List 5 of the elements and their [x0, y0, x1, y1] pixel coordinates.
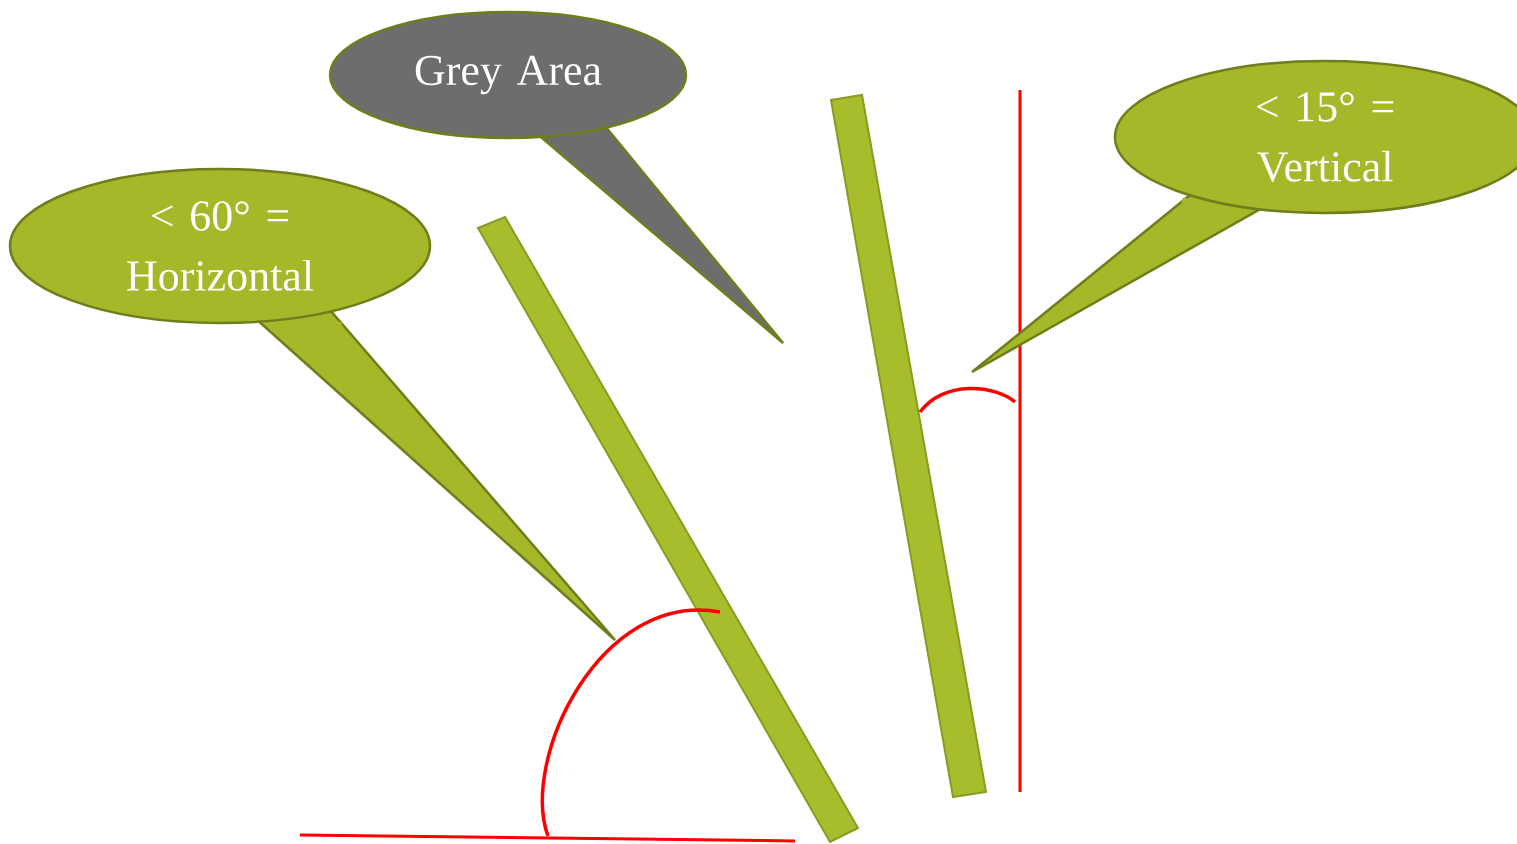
speech-bubble: < 15° = Vertical [970, 59, 1517, 374]
node-label: Grey Area [415, 55, 602, 95]
speech-bubble: Grey Area [328, 10, 785, 345]
node-label: < 60° = Horizontal [127, 201, 314, 291]
speech-bubble: < 60° = Horizontal [8, 167, 617, 642]
